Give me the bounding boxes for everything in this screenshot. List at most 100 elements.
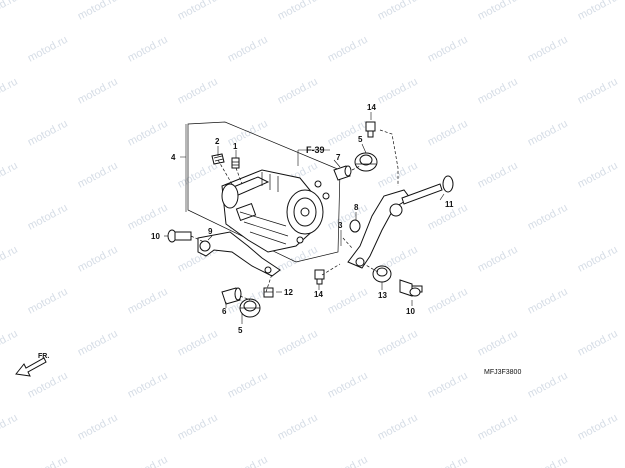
watermark-text: motod.ru	[326, 118, 370, 149]
callout-10-right: 10	[406, 307, 415, 316]
watermark-text: motod.ru	[126, 118, 170, 149]
watermark-text: motod.ru	[426, 34, 470, 65]
callout-3: 3	[338, 221, 343, 230]
callout-9: 9	[208, 227, 213, 236]
watermark-text: motod.ru	[0, 328, 20, 359]
callout-13: 13	[378, 291, 387, 300]
part-9-bracket	[197, 231, 281, 277]
part-6-collar	[221, 287, 242, 305]
watermark-text: motod.ru	[526, 202, 570, 233]
diagram-code: MFJ3F3800	[484, 369, 521, 376]
watermark-text: motod.ru	[26, 202, 70, 233]
watermark-text: motod.ru	[176, 412, 220, 443]
watermark-text: motod.ru	[576, 412, 620, 443]
callout-8: 8	[354, 203, 359, 212]
callout-11: 11	[445, 200, 454, 209]
actuator-motor	[221, 169, 330, 253]
watermark-text: motod.ru	[376, 328, 420, 359]
watermark-text: motod.ru	[276, 412, 320, 443]
part-13-grommet	[372, 265, 392, 283]
watermark-text: motod.ru	[426, 454, 470, 468]
watermark-text: motod.ru	[376, 0, 420, 23]
watermark-text: motod.ru	[0, 0, 20, 23]
part-14-bolt-lower	[314, 269, 325, 285]
watermark-text: motod.ru	[576, 160, 620, 191]
reference-label: F-39	[306, 145, 325, 155]
watermark-text: motod.ru	[326, 202, 370, 233]
watermark-text: motod.ru	[176, 160, 220, 191]
watermark-text: motod.ru	[476, 328, 520, 359]
watermark-text: motod.ru	[76, 412, 120, 443]
part-14-bolt-upper	[365, 121, 376, 138]
watermark-text: motod.ru	[176, 0, 220, 23]
watermark-text: motod.ru	[0, 244, 20, 275]
watermark-text: motod.ru	[526, 34, 570, 65]
watermark-text: motod.ru	[0, 160, 20, 191]
watermark-text: motod.ru	[526, 370, 570, 401]
callouts: 4 2 1 14 5 7 8 3 11 10 9 12 6 5 14 13 10	[151, 103, 454, 335]
part-11-bolt	[401, 175, 454, 205]
watermark-text: motod.ru	[126, 202, 170, 233]
callout-5-lower: 5	[238, 326, 243, 335]
part-8-nut	[349, 219, 361, 233]
watermark-text: motod.ru	[176, 328, 220, 359]
watermark-text: motod.ru	[326, 286, 370, 317]
watermark-text: motod.ru	[576, 76, 620, 107]
front-label: FR.	[38, 353, 49, 360]
watermark-text: motod.ru	[76, 244, 120, 275]
part-12-bolt	[263, 287, 274, 298]
watermark-text: motod.ru	[226, 34, 270, 65]
part-7-collar	[333, 165, 352, 181]
watermark-text: motod.ru	[426, 118, 470, 149]
watermark-text: motod.ru	[426, 286, 470, 317]
watermark-text: motod.ru	[176, 76, 220, 107]
watermark-text: motod.ru	[326, 370, 370, 401]
part-5-grommet-upper	[354, 152, 378, 172]
callout-2: 2	[215, 137, 220, 146]
callout-4: 4	[171, 153, 176, 162]
watermark-text: motod.ru	[26, 34, 70, 65]
watermark-text: motod.ru	[126, 286, 170, 317]
part-10-bolt-right	[399, 279, 423, 297]
leader-lines	[164, 112, 445, 324]
watermark-text: motod.ru	[476, 412, 520, 443]
watermark-text: motod.ru	[526, 118, 570, 149]
callout-5-upper: 5	[358, 135, 363, 144]
watermark-text: motod.ru	[576, 328, 620, 359]
watermark-text: motod.ru	[0, 76, 20, 107]
watermark-text: motod.ru	[476, 0, 520, 23]
watermark-text: motod.ru	[76, 0, 120, 23]
watermark-text: motod.ru	[576, 244, 620, 275]
watermark-text: motod.ru	[276, 328, 320, 359]
assembly-guides	[190, 129, 399, 301]
part-5-grommet-lower	[239, 298, 261, 318]
callout-1: 1	[233, 142, 238, 151]
watermark-text: motod.ru	[376, 412, 420, 443]
part-2-bolt	[211, 153, 225, 165]
watermark-text: motod.ru	[476, 244, 520, 275]
watermark-text: motod.ru	[526, 454, 570, 468]
watermark-text: motod.ru	[226, 454, 270, 468]
watermark-text: motod.ru	[26, 454, 70, 468]
watermark-text: motod.ru	[476, 160, 520, 191]
watermark-text: motod.ru	[26, 370, 70, 401]
watermark-text: motod.ru	[576, 0, 620, 23]
watermark-text: motod.ru	[276, 76, 320, 107]
watermark-text: motod.ru	[376, 76, 420, 107]
part-10-bolt-left	[167, 229, 192, 243]
watermark-text: motod.ru	[326, 454, 370, 468]
watermark-text: motod.ru	[276, 0, 320, 23]
callout-14-upper: 14	[367, 103, 376, 112]
watermark-text: motod.ru	[76, 328, 120, 359]
watermark-text: motod.ru	[526, 286, 570, 317]
watermark-text: motod.ru	[476, 76, 520, 107]
callout-14-lower: 14	[314, 290, 323, 299]
watermark-text: motod.ru	[376, 160, 420, 191]
callout-7: 7	[336, 153, 341, 162]
callout-12: 12	[284, 288, 293, 297]
watermark-text: motod.ru	[326, 34, 370, 65]
reference-f39: F-39	[297, 145, 330, 166]
watermark-text: motod.ru	[226, 370, 270, 401]
